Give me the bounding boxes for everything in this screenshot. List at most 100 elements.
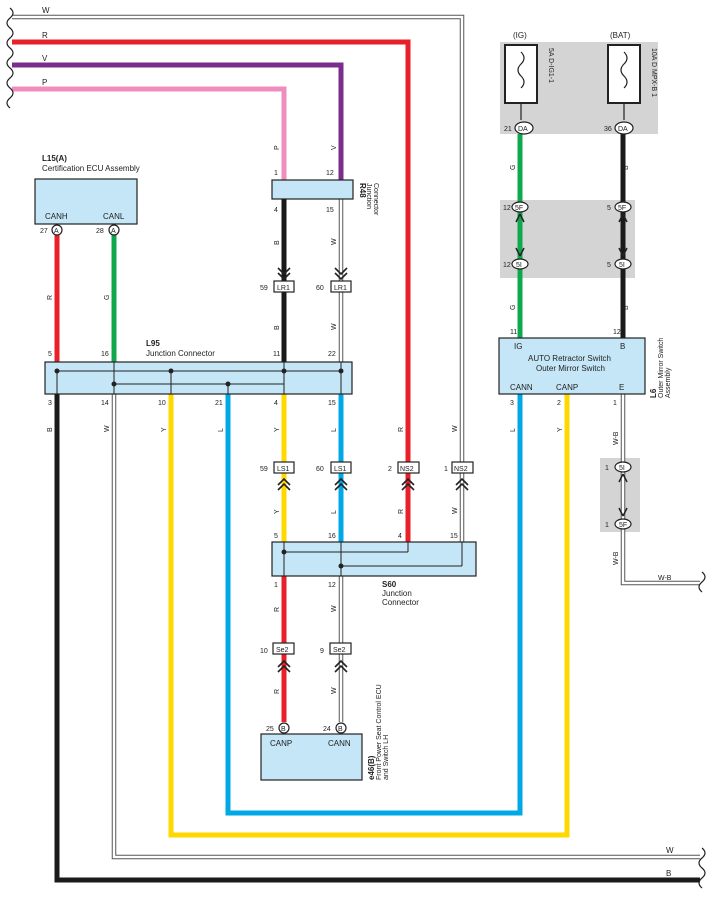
s60-name2: Connector	[382, 598, 419, 607]
wire-label-l95: W	[104, 425, 111, 432]
l95-bottom-pin: 21	[215, 400, 223, 407]
r48-pin-br: 15	[326, 207, 334, 214]
r48-junction-connector: P V 1 12 4 15 R48 Junction Connector B W	[271, 145, 379, 245]
mirror-canp: CANP	[556, 383, 578, 392]
cert-ecu-ref: L15(A)	[42, 154, 67, 163]
chevron-up-icon	[334, 659, 348, 673]
se2-pin-r: 9	[320, 648, 324, 655]
conn-5f-right: 5F	[618, 205, 626, 212]
fuse-icon	[620, 51, 628, 89]
mirror-e: E	[619, 383, 624, 392]
fuse-ig: (IG) 5A D-IG1-1 21 DA	[504, 31, 554, 135]
ls1-pin-l: 59	[260, 466, 268, 473]
seat-ecu-name2: and Switch LH	[383, 735, 390, 780]
s60-top-pin: 15	[450, 533, 458, 540]
wire-label-p-r48: P	[274, 145, 281, 150]
ls1-label-r: LS1	[334, 466, 347, 473]
wire-label-r-se2: R	[274, 689, 281, 694]
wire-label-b-fuse-top: B	[623, 165, 630, 170]
s60-top-pin: 4	[398, 533, 402, 540]
l95-top-pin: 22	[328, 351, 336, 358]
s60-name1: Junction	[382, 589, 412, 598]
wire-label-w-s60: W	[331, 605, 338, 612]
s60-ref: S60	[382, 580, 397, 589]
wire-label-v-r48: V	[331, 145, 338, 150]
s60-junction-connector: 5 16 4 15 1 12 S60 Junction Connector R …	[271, 533, 477, 612]
ls1-label-l: LS1	[277, 466, 290, 473]
connector-5f-5i: 12 5F 5 5F 12 5I 5 5I	[503, 201, 632, 270]
conn-5i-left: 5I	[516, 262, 522, 269]
cert-ecu-pin-h: 27	[40, 228, 48, 235]
seat-ecu-pin-n: 24	[323, 726, 331, 733]
wire-label-w-r48: W	[331, 238, 338, 245]
l95-name: Junction Connector	[146, 349, 215, 358]
r48-pin-bl: 4	[274, 207, 278, 214]
double-arrow-icon	[618, 473, 628, 517]
mirror-b: B	[620, 342, 625, 351]
l95-ref: L95	[146, 339, 160, 348]
e-conn-top: 5I	[619, 465, 625, 472]
double-arrow-icon	[515, 213, 525, 257]
wire-label-r-s60: R	[274, 607, 281, 612]
lr1-pin-l: 59	[260, 285, 268, 292]
lr1-pin-r: 60	[316, 285, 324, 292]
r48-pin-tl: 1	[274, 170, 278, 177]
l95-bottom-pin: 15	[328, 400, 336, 407]
se2-connector: 10 Se2 9 Se2 R W	[260, 642, 352, 694]
fuse-ig-pin: 21	[504, 126, 512, 133]
l95-bottom-pin: 4	[274, 400, 278, 407]
wire-label-l95: L	[218, 428, 225, 432]
wire-label-g-fuse-top: G	[510, 165, 517, 170]
mirror-pin-cann: 3	[510, 400, 514, 407]
seat-ecu-conn-n: B	[338, 726, 343, 733]
wire-label-g-lower: G	[510, 305, 517, 310]
front-power-seat-ecu: 25 B 24 B CANP CANN e46(B) Front Power S…	[260, 684, 390, 781]
wire-label-v-top: V	[42, 54, 48, 63]
wire-label-l95: Y	[161, 427, 168, 432]
ns2-pin-l: 2	[388, 466, 392, 473]
fuse-bat: (BAT) 10A D MPX-B 1 36 DA	[604, 31, 657, 135]
wire-label-r-ns2: R	[398, 509, 405, 514]
cert-ecu-canl: CANL	[103, 212, 125, 221]
ns2-pin-r: 1	[444, 466, 448, 473]
wire-label-wb-ground: W-B	[658, 575, 672, 582]
ns2-label-r: NS2	[454, 466, 468, 473]
l95-top-pin: 5	[48, 351, 52, 358]
lr1-connector: 59 LR1 60 LR1 B W	[260, 267, 352, 330]
pin-5f-right: 5	[607, 205, 611, 212]
se2-pin-l: 10	[260, 648, 268, 655]
fuse-icon	[517, 51, 525, 89]
ls1-pin-r: 60	[316, 466, 324, 473]
wire-label-l95: Y	[274, 427, 281, 432]
mirror-cann: CANN	[510, 383, 533, 392]
conn-5f-left: 5F	[515, 205, 523, 212]
s60-bottom-pin: 12	[328, 582, 336, 589]
wire-label-w-lr1: W	[331, 323, 338, 330]
mirror-ig: IG	[514, 342, 522, 351]
wire-label-r-top: R	[42, 31, 48, 40]
mirror-pin-ig: 11	[510, 329, 517, 336]
wire-label-w-ns2-top: W	[452, 425, 459, 432]
seat-ecu-pin-p: 25	[266, 726, 274, 733]
wire-label-l95: B	[47, 427, 54, 432]
e-conn-pin-top: 1	[605, 465, 609, 472]
l95-top-pin: 16	[101, 351, 109, 358]
cert-ecu-name: Certification ECU Assembly	[42, 164, 140, 173]
mirror-line1: AUTO Retractor Switch	[528, 354, 611, 363]
fuse-bat-pin: 36	[604, 126, 612, 133]
s60-bottom-pin: 1	[274, 582, 278, 589]
wire-label-b-lower: B	[623, 305, 630, 310]
pin-5i-left: 12	[503, 262, 511, 269]
se2-label-l: Se2	[276, 647, 289, 654]
fuse-ig-label: (IG)	[513, 31, 527, 40]
r48-name1: Junction	[365, 183, 372, 209]
wire-label-b-lr1: B	[274, 325, 281, 330]
mirror-name1: Outer Mirror Switch	[658, 338, 665, 398]
r48-name2: Connector	[372, 183, 379, 216]
lr1-label-l: LR1	[277, 285, 290, 292]
pin-5f-left: 12	[503, 205, 511, 212]
certification-ecu: L15(A) Certification ECU Assembly CANH C…	[34, 154, 140, 236]
s60-top-pin: 5	[274, 533, 278, 540]
conn-5i-right: 5I	[619, 262, 625, 269]
